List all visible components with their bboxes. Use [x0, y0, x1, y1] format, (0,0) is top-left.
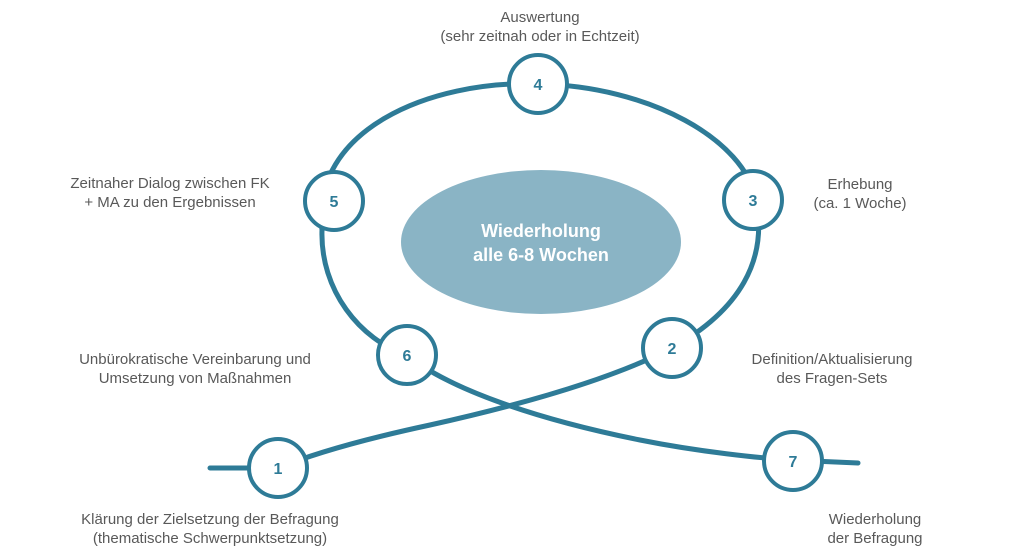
step-number-1: 1 [274, 461, 283, 478]
step-node-1: 1 [247, 437, 309, 499]
step-node-7: 7 [762, 430, 824, 492]
step-label-6: Unbürokratische Vereinbarung und Umsetzu… [79, 351, 311, 387]
step-label-7: Wiederholung der Befragung [827, 511, 923, 547]
step-number-7: 7 [789, 454, 798, 471]
step-node-3: 3 [722, 169, 784, 231]
center-label: Wiederholung alle 6-8 Wochen [401, 170, 681, 315]
step-number-2: 2 [668, 341, 677, 358]
step-label-5: Zeitnaher Dialog zwischen FK + MA zu den… [70, 175, 270, 211]
track-line-lower [319, 227, 861, 466]
track-line-loop [207, 81, 762, 471]
center-label-line2: alle 6-8 Wochen [473, 244, 609, 265]
step-number-3: 3 [749, 193, 758, 210]
center-ellipse [401, 170, 681, 314]
step-number-4: 4 [534, 77, 543, 94]
step-label-2: Definition/Aktualisierung des Fragen-Set… [751, 351, 913, 387]
step-number-5: 5 [330, 194, 339, 211]
step-label-4: Auswertung (sehr zeitnah oder in Echtzei… [440, 9, 640, 45]
step-node-6: 6 [376, 324, 438, 386]
step-node-5: 5 [303, 170, 365, 232]
step-label-1: Klärung der Zielsetzung der Befragung (t… [81, 511, 339, 547]
step-number-6: 6 [403, 348, 412, 365]
center-label-line1: Wiederholung [481, 220, 601, 241]
step-node-2: 2 [641, 317, 703, 379]
step-node-4: 4 [507, 53, 569, 115]
step-label-3: Erhebung (ca. 1 Woche) [813, 176, 907, 212]
